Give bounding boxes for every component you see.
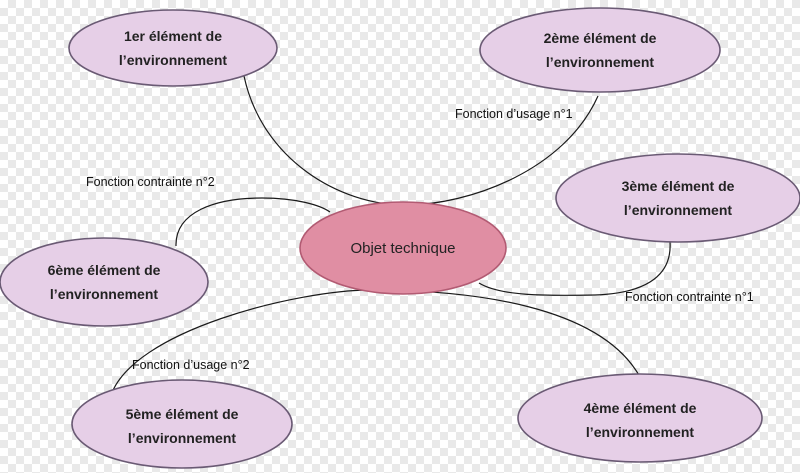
element-4-line2: l’environnement — [585, 424, 695, 440]
element-3-label: 3ème élément de l’environnement — [556, 172, 800, 224]
element-1-ellipse — [68, 9, 278, 87]
element-4-line1: 4ème élément de — [583, 400, 697, 416]
element-2-line2: l’environnement — [545, 54, 655, 70]
element-4-label: 4ème élément de l’environnement — [518, 394, 762, 446]
element-3-ellipse — [555, 153, 800, 243]
connector-contrainte2 — [175, 197, 331, 247]
element-6-ellipse — [0, 237, 209, 327]
function-usage2-label: Fonction d’usage n°2 — [132, 358, 250, 372]
element-6-line2: l’environnement — [49, 286, 159, 302]
element-5-line1: 5ème élément de — [125, 406, 239, 422]
element-2-label: 2ème élément de l’environnement — [480, 24, 720, 76]
function-contrainte2-label: Fonction contrainte n°2 — [86, 175, 215, 189]
element-5-label: 5ème élément de l’environnement — [72, 400, 292, 452]
element-1-line1: 1er élément de — [123, 28, 223, 44]
element-1-label: 1er élément de l’environnement — [69, 22, 277, 74]
element-5-line2: l’environnement — [127, 430, 237, 446]
element-2-line1: 2ème élément de — [543, 30, 657, 46]
element-3-line2: l’environnement — [623, 202, 733, 218]
element-6-line1: 6ème élément de — [47, 262, 161, 278]
element-3-line1: 3ème élément de — [621, 178, 735, 194]
connector-usage1 — [243, 75, 599, 206]
center-ellipse — [299, 201, 507, 295]
element-6-label: 6ème élément de l’environnement — [0, 256, 208, 308]
element-1-line2: l’environnement — [118, 52, 228, 68]
element-2-ellipse — [479, 7, 721, 93]
element-4-ellipse — [517, 373, 763, 463]
center-label: Objet technique — [350, 239, 456, 257]
connector-contrainte1 — [478, 241, 671, 296]
element-5-ellipse — [71, 379, 293, 469]
function-usage1-label: Fonction d’usage n°1 — [455, 107, 573, 121]
function-contrainte1-label: Fonction contrainte n°1 — [625, 290, 754, 304]
